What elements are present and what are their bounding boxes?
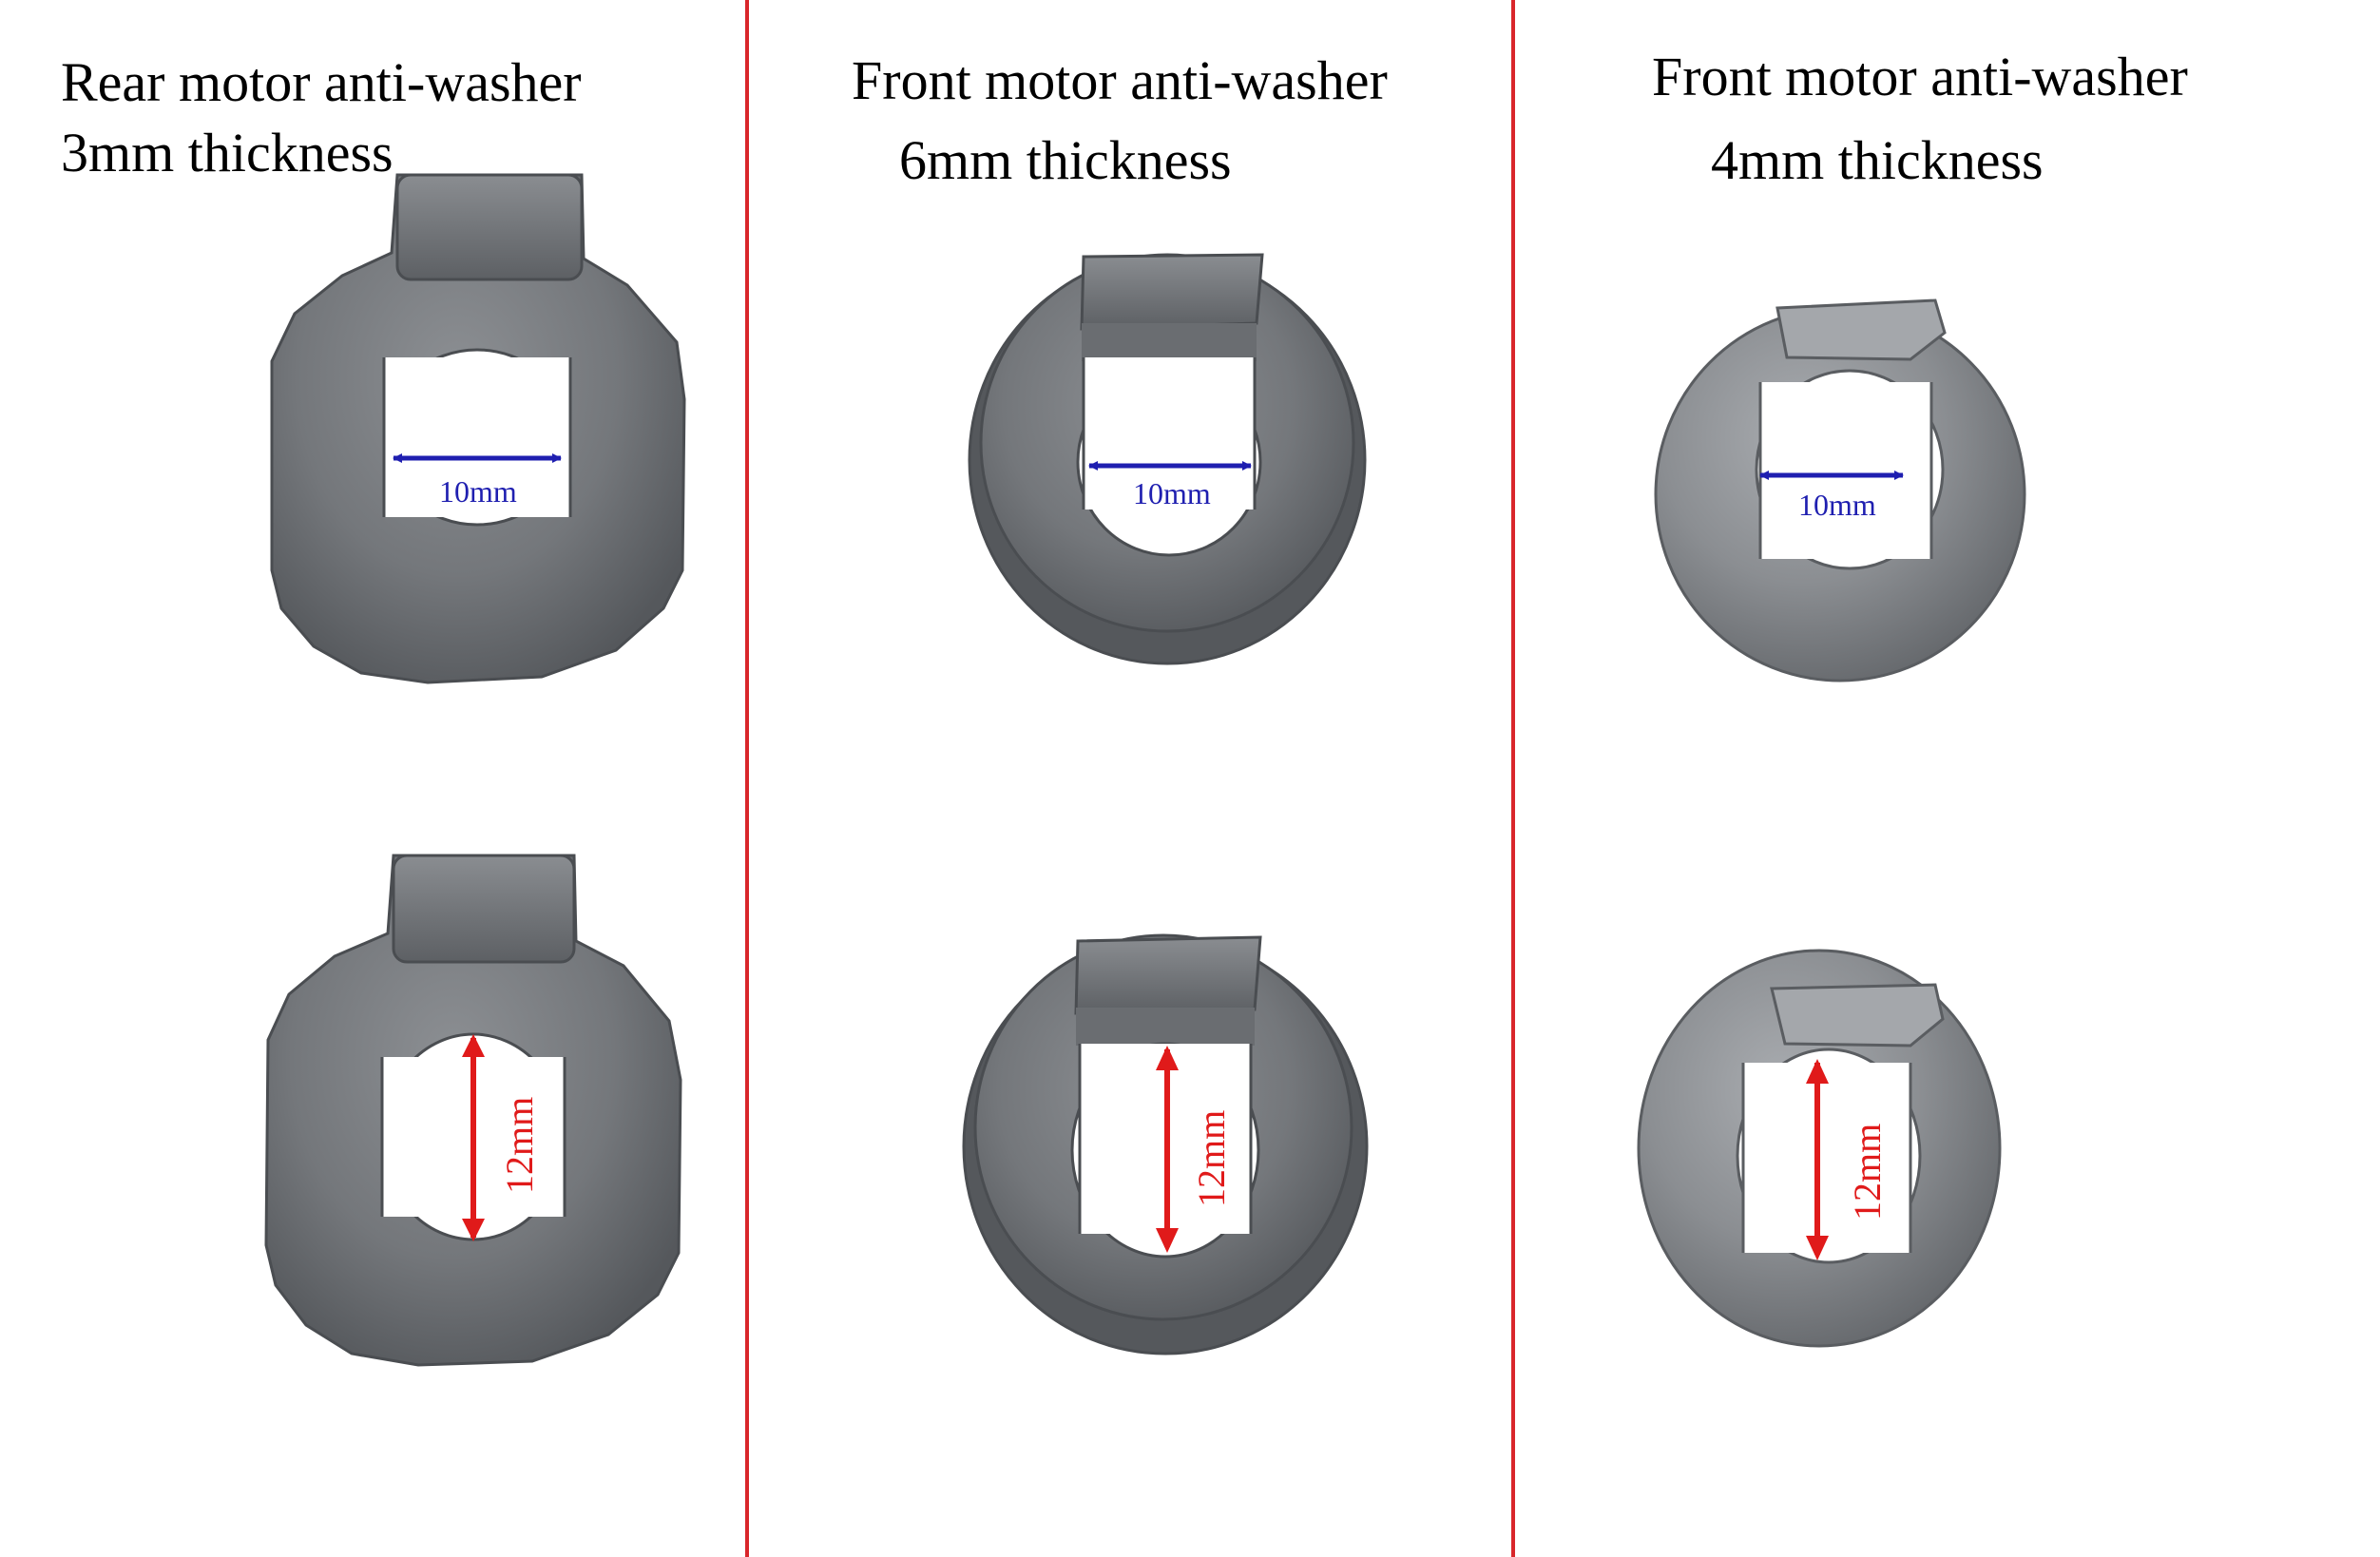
column-divider-left	[745, 0, 749, 1557]
front4-bottom-measure: 12mm	[1846, 1124, 1889, 1221]
rear-top-measure: 10mm	[439, 474, 517, 509]
rear-bottom-measure: 12mm	[498, 1097, 541, 1194]
front4-top-measure: 10mm	[1798, 488, 1876, 522]
front6-washer-top	[968, 253, 1367, 665]
front4-bottom-height-arrow	[1806, 1059, 1829, 1260]
col2-title-line2: 6mm thickness	[899, 129, 1232, 191]
col3-title-line2: 4mm thickness	[1711, 129, 2044, 191]
rear-bottom-height-arrow	[462, 1034, 485, 1241]
col1-title-line1: Rear motor anti-washer	[61, 51, 582, 113]
col2-title-line1: Front motor anti-washer	[852, 49, 1388, 111]
rear-washer-top	[270, 173, 686, 684]
front4-washer-top	[1654, 298, 2026, 682]
front6-bottom-height-arrow	[1156, 1046, 1179, 1253]
col1-title-line2: 3mm thickness	[61, 122, 393, 183]
front6-bottom-measure: 12mm	[1190, 1110, 1233, 1207]
col3-title-line1: Front motor anti-washer	[1652, 46, 2188, 107]
front6-top-measure: 10mm	[1133, 476, 1211, 510]
column-divider-right	[1511, 0, 1515, 1557]
